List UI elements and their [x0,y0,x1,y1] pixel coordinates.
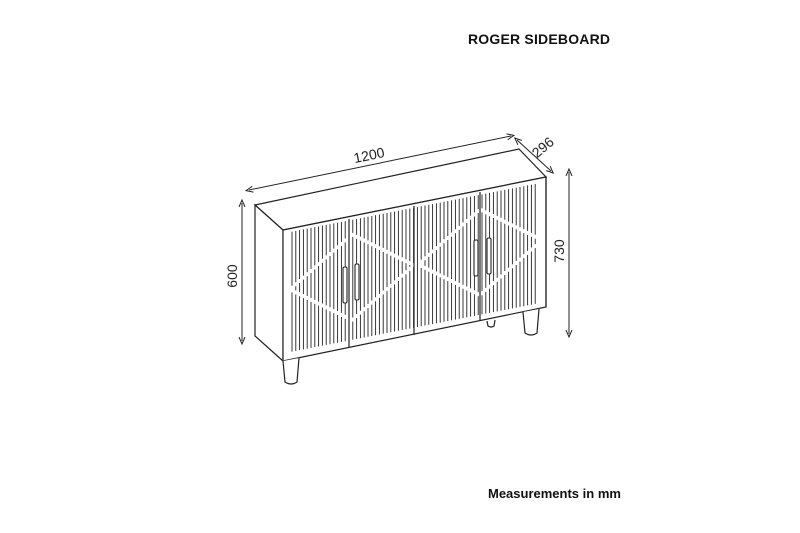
sideboard-body [253,148,548,363]
width-dimension: 1200 [249,136,511,190]
total-height-dimension: 730 [551,172,569,334]
legs [282,308,540,385]
leg-back [486,319,496,328]
body-height-label: 600 [224,264,240,288]
depth-label: 296 [529,133,557,160]
handle-left-2 [354,263,360,301]
handle-left-1 [342,266,348,304]
product-title: ROGER SIDEBOARD [468,31,611,47]
leg-front-right [522,308,540,336]
doors-fluted-panel [291,183,536,352]
width-label: 1200 [352,144,386,166]
handle-right-1 [473,239,479,277]
door-dividers [348,192,481,348]
measurement-note: Measurements in mm [488,486,621,501]
total-height-label: 730 [551,239,567,263]
door-handles [342,237,492,304]
leg-front-left [282,357,300,385]
body-height-dimension: 600 [224,203,242,341]
handle-right-2 [486,237,492,275]
